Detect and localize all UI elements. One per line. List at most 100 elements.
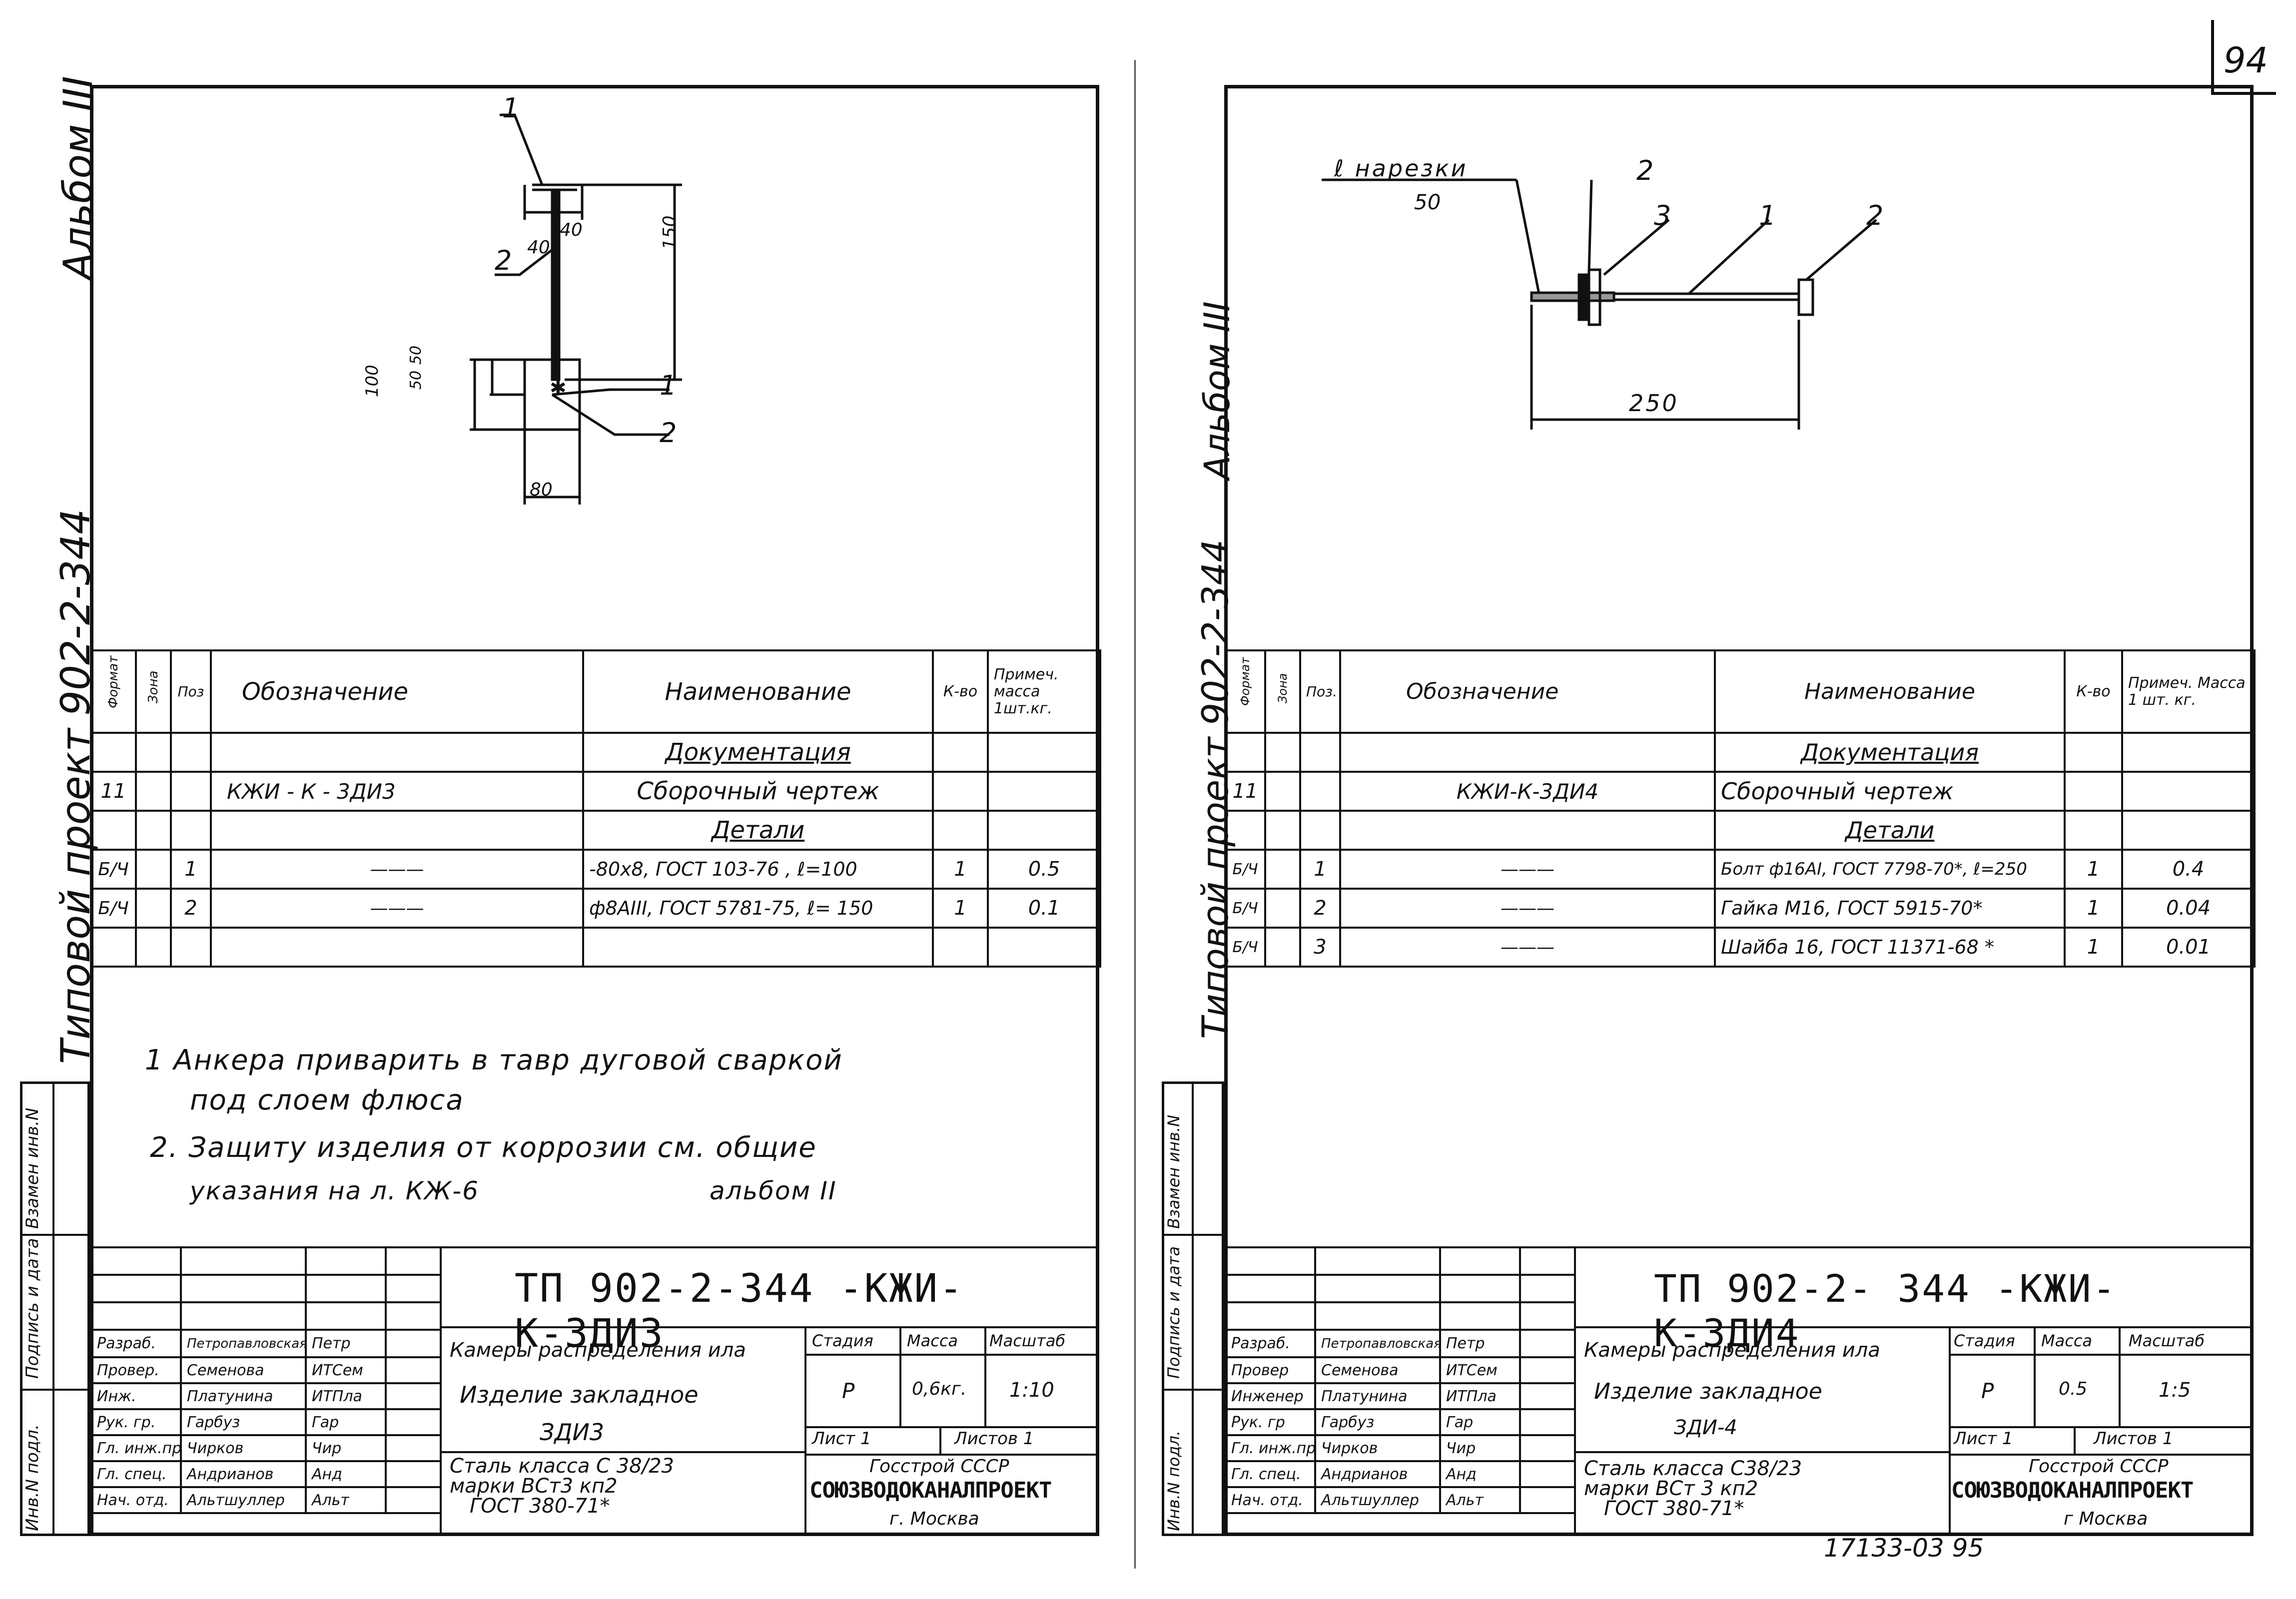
left-stamp-sign: Подпись и дата <box>22 1238 42 1379</box>
page-number: 94 <box>2224 40 2269 81</box>
left-doc-format: 11 <box>90 771 137 812</box>
left-title-line3: ЗДИ3 <box>540 1419 605 1446</box>
left-section-docs: Документация <box>582 732 934 773</box>
bolt-head <box>1797 278 1814 316</box>
right-doc-format: 11 <box>1224 771 1266 812</box>
anchor-bar <box>551 188 561 381</box>
right-thread-label: ℓ нарезки <box>1334 155 1468 182</box>
left-note-1: 1 Анкера приварить в тавр дуговой сварко… <box>145 1044 843 1076</box>
right-org-1: Госстрой СССР <box>2029 1456 2169 1477</box>
left-col-zone: Зона <box>135 649 172 734</box>
right-col-format: Формат <box>1224 649 1266 734</box>
right-callout-2b: 2 <box>1866 200 1884 231</box>
right-callout-3: 3 <box>1654 200 1671 231</box>
right-stamp-inv: Инв.N подл. <box>1164 1430 1183 1531</box>
left-dim-50a: 50 <box>407 370 425 390</box>
right-section-parts: Детали <box>1714 810 2066 851</box>
left-sheets: Листов 1 <box>954 1429 1034 1449</box>
right-title-line3: ЗДИ-4 <box>1674 1416 1737 1439</box>
right-org-3: г Москва <box>2064 1509 2148 1529</box>
right-dim-250: 250 <box>1629 390 1679 417</box>
right-scale-header: Масштаб <box>2129 1331 2205 1350</box>
washer <box>1587 268 1601 326</box>
left-dim-100: 100 <box>362 365 382 397</box>
left-org-3: г. Москва <box>889 1509 979 1529</box>
left-mass-value: 0,6кг. <box>912 1379 967 1399</box>
nut <box>1577 273 1589 321</box>
left-side-stamp <box>20 1081 90 1536</box>
svg-text:✱: ✱ <box>550 377 567 400</box>
left-org-2: СОЮЗВОДОКАНАЛПРОЕКТ <box>809 1478 1052 1503</box>
right-col-pos: Поз. <box>1299 649 1341 734</box>
left-stage-value: Р <box>842 1379 855 1403</box>
right-scale-value: 1:5 <box>2159 1379 2191 1402</box>
left-dim-40b: 40 <box>560 220 583 240</box>
left-stamp-inv: Инв.N подл. <box>22 1424 42 1531</box>
right-title-line1: Камеры распределения ила <box>1584 1339 1880 1362</box>
left-dim-50b: 50 <box>407 345 425 365</box>
right-col-designation: Обозначение <box>1339 649 1716 734</box>
right-side-stamp <box>1162 1081 1224 1536</box>
right-stage-header: Стадия <box>1954 1331 2015 1350</box>
left-col-note: Примеч. масса 1шт.кг. <box>987 649 1101 734</box>
right-section-docs: Документация <box>1714 732 2066 773</box>
left-doc-name: Сборочный чертеж <box>582 771 934 812</box>
left-callout-1-bottom: 1 <box>660 370 677 401</box>
right-sheets: Листов 1 <box>2094 1429 2174 1449</box>
left-org-1: Госстрой СССР <box>869 1456 1009 1477</box>
left-material: Сталь класса С 38/23 марки ВСт3 кп2 ГОСТ… <box>450 1455 674 1518</box>
left-col-qty: К-во <box>932 649 989 734</box>
right-col-zone: Зона <box>1264 649 1301 734</box>
right-doc-designation: КЖИ-К-3ДИ4 <box>1339 771 1716 812</box>
left-dim-80: 80 <box>530 480 553 500</box>
left-note-2: 2. Защиту изделия от коррозии см. общие <box>150 1131 817 1164</box>
thread-zone <box>1530 291 1615 302</box>
right-col-note: Примеч. Масса 1 шт. кг. <box>2121 649 2256 734</box>
right-col-name: Наименование <box>1714 649 2066 734</box>
table-row: Б/Ч 3 ——— Шайба 16, ГОСТ 11371-68 * 1 0.… <box>1224 927 2256 968</box>
right-mass-value: 0.5 <box>2059 1379 2088 1399</box>
left-spec-table: Формат Зона Поз Обозначение Наименование… <box>90 649 1101 968</box>
left-note-2b: указания на л. КЖ-6 <box>190 1176 479 1205</box>
footer-code: 17133-03 95 <box>1824 1534 1984 1563</box>
left-scale-header: Масштаб <box>989 1331 1066 1350</box>
right-org-2: СОЮЗВОДОКАНАЛПРОЕКТ <box>1951 1478 2194 1503</box>
right-callout-2a: 2 <box>1636 155 1654 186</box>
left-title-line1: Камеры распределения ила <box>450 1339 746 1362</box>
table-row: Б/Ч 2 ——— Гайка М16, ГОСТ 5915-70* 1 0.0… <box>1224 888 2256 929</box>
right-stage-value: Р <box>1981 1379 1994 1403</box>
left-col-name: Наименование <box>582 649 934 734</box>
left-sheet: Лист 1 <box>812 1429 871 1449</box>
left-stage-header: Стадия <box>812 1331 873 1350</box>
right-spec-table: Формат Зона Поз. Обозначение Наименовани… <box>1224 649 2256 968</box>
table-row: Б/Ч 2 ——— ф8АIII, ГОСТ 5781-75, ℓ= 150 1… <box>90 888 1101 929</box>
left-doc-designation: КЖИ - К - 3ДИ3 <box>210 771 584 812</box>
right-stamp-replace: Взамен инв.N <box>1164 1114 1183 1229</box>
right-title-line2: Изделие закладное <box>1594 1379 1822 1404</box>
left-title-line2: Изделие закладное <box>460 1381 699 1408</box>
center-fold-line <box>1134 60 1136 1569</box>
left-callout-2-bottom: 2 <box>660 417 677 449</box>
right-doc-name: Сборочный чертеж <box>1714 771 2066 812</box>
left-col-format: Формат <box>90 649 137 734</box>
left-mass-header: Масса <box>907 1331 958 1350</box>
right-stamp-sign: Подпись и дата <box>1164 1246 1183 1379</box>
left-note-2c: альбом II <box>710 1176 837 1205</box>
table-row: Б/Ч 1 ——— Болт ф16АI, ГОСТ 7798-70*, ℓ=2… <box>1224 849 2256 890</box>
